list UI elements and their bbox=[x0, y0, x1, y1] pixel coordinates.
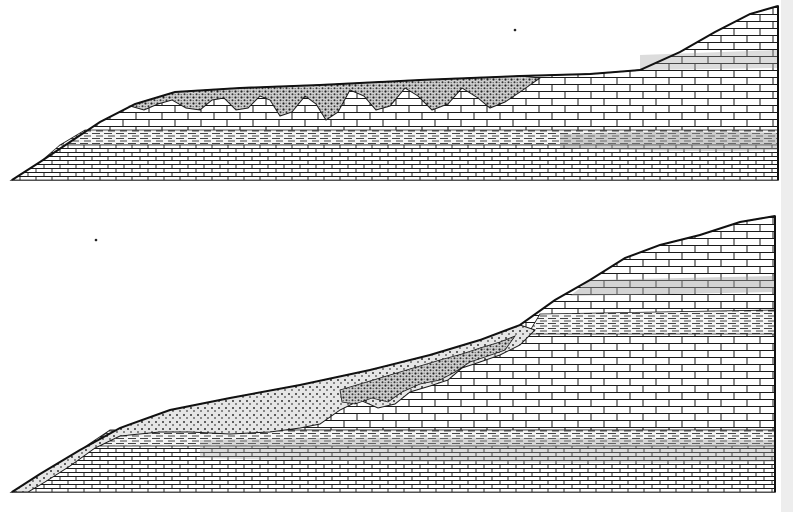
speck-mark bbox=[95, 239, 98, 242]
lower-section bbox=[12, 216, 775, 492]
upper-section bbox=[12, 6, 778, 180]
lower-gray-wash bbox=[200, 438, 775, 463]
speck-mark bbox=[514, 29, 517, 32]
lower-shale-band-middle bbox=[528, 310, 775, 334]
upper-gray-wash bbox=[560, 132, 778, 151]
page-margin-shadow bbox=[781, 0, 793, 512]
